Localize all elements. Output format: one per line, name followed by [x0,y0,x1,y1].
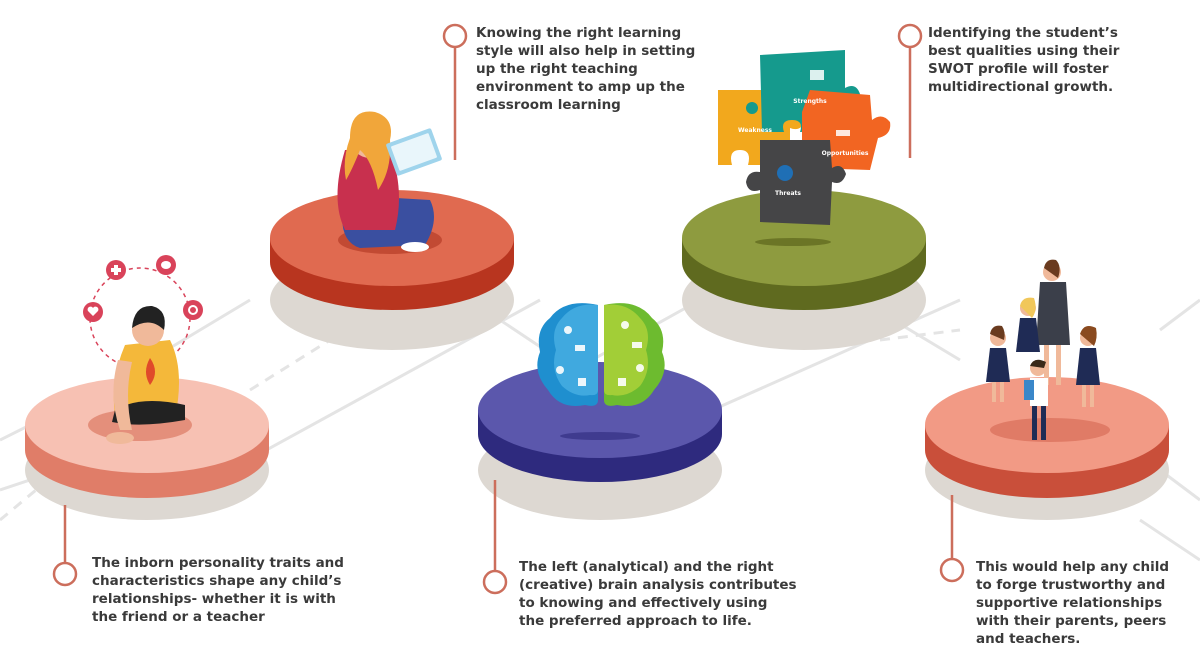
caption-line: and teachers. [976,631,1081,647]
caption-line: up the right teaching [476,61,638,77]
caption-line: Identifying the student’s [928,25,1118,41]
caption-line: the friend or a teacher [92,609,265,625]
caption-line: the preferred approach to life. [519,613,752,629]
caption-line: characteristics shape any child’s [92,573,342,589]
connector-pins [52,23,965,595]
caption-line: The inborn personality traits and [92,555,344,571]
caption-line: This would help any child [976,559,1170,575]
caption-line: supportive relationships [976,595,1163,611]
caption-line: classroom learning [476,97,621,113]
caption-line: to knowing and effectively using [519,595,768,611]
caption-line: Knowing the right learning [476,25,682,41]
sitting-child-illustration [83,255,203,444]
swot-weakness-label: Weakness [738,127,772,134]
caption-line: style will also help in setting [476,43,696,59]
reading-girl-illustration [337,111,442,254]
caption-personality: The inborn personality traits and charac… [92,554,344,626]
platform-brain [478,362,722,520]
caption-line: (creative) brain analysis contributes [519,577,797,593]
gear-icon [183,300,203,320]
swot-threats-label: Threats [775,190,801,197]
caption-relationships: This would help any child to forge trust… [976,558,1169,648]
chat-bubble-icon [156,255,176,275]
caption-line: with their parents, peers [976,613,1167,629]
swot-opportunities-label: Opportunities [822,150,869,157]
caption-learning-style: Knowing the right learning style will al… [476,24,695,114]
caption-line: best qualities using their [928,43,1120,59]
swot-strengths-label: Strengths [793,98,827,105]
caption-line: The left (analytical) and the right [519,559,774,575]
first-aid-icon [106,260,126,280]
platform-swot [682,190,926,350]
caption-line: multidirectional growth. [928,79,1114,95]
heart-icon [83,302,103,322]
swot-puzzle-illustration: Strengths Weakness Opportunities Threats [718,50,891,246]
caption-line: environment to amp up the [476,79,685,95]
caption-line: SWOT profile will foster [928,61,1109,77]
caption-brain: The left (analytical) and the right (cre… [519,558,797,630]
teacher-students-illustration [986,259,1110,442]
caption-line: relationships- whether it is with [92,591,336,607]
caption-line: to forge trustworthy and [976,577,1166,593]
brain-illustration [537,303,665,440]
caption-swot: Identifying the student’s best qualities… [928,24,1119,96]
